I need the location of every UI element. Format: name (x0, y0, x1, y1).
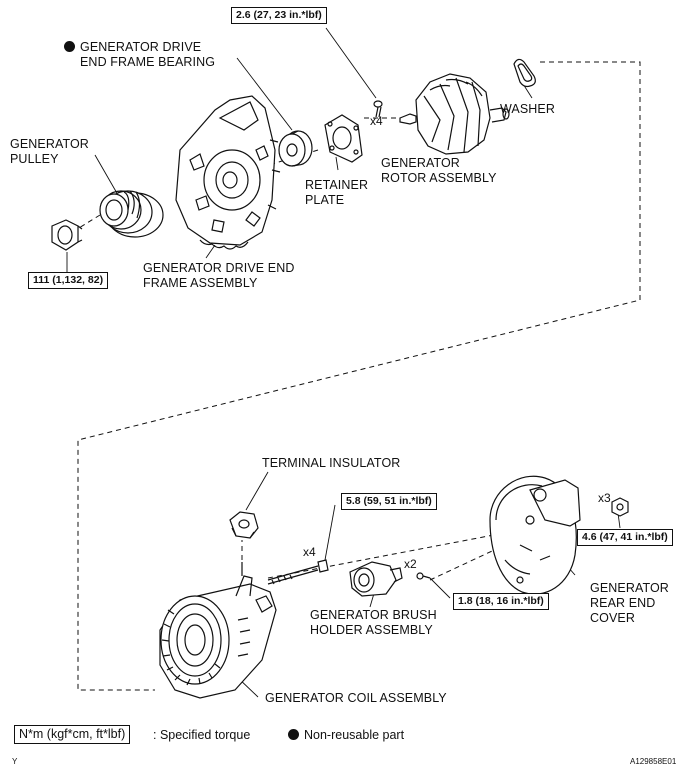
brush-holder-label-line1: GENERATOR BRUSH (310, 608, 437, 622)
drive-end-bearing-drawing (278, 130, 313, 167)
drive-end-frame-label: GENERATOR DRIVE END FRAME ASSEMBLY (143, 261, 294, 291)
rear-cover-label-line1: GENERATOR (590, 581, 669, 595)
terminal-insulator-drawing (229, 511, 259, 539)
generator-pulley-drawing (99, 190, 164, 238)
bearing-label-line1: GENERATOR DRIVE (80, 40, 202, 54)
terminal-insulator-label: TERMINAL INSULATOR (262, 456, 401, 470)
brush-holder-label-line2: HOLDER ASSEMBLY (310, 623, 433, 637)
rear-end-cover-label: GENERATOR REAR END COVER (590, 581, 669, 626)
rear-cover-label-line3: COVER (590, 611, 635, 625)
figure-id: A129858E01 (630, 757, 677, 766)
coil-bolt-drawing (267, 559, 329, 585)
retainer-label-line1: RETAINER (305, 178, 369, 192)
rear-end-cover-drawing (489, 475, 581, 595)
rotor-assembly-drawing (399, 73, 510, 155)
retainer-screw-torque: 2.6 (27, 23 in.*lbf) (231, 7, 327, 24)
drive-frame-label-line1: GENERATOR DRIVE END (143, 261, 295, 275)
generator-pulley-label: GENERATOR PULLEY (10, 137, 89, 167)
retainer-label-line2: PLATE (305, 193, 345, 207)
brush-holder-label: GENERATOR BRUSH HOLDER ASSEMBLY (310, 608, 437, 638)
drive-frame-label-line2: FRAME ASSEMBLY (143, 276, 258, 290)
coil-assembly-drawing (159, 562, 277, 699)
drive-end-frame-bearing-label: GENERATOR DRIVE END FRAME BEARING (64, 40, 215, 70)
retainer-screw-quantity: x4 (370, 114, 383, 128)
pulley-nut-torque: 111 (1,132, 82) (28, 272, 109, 289)
brush-holder-drawing (349, 561, 403, 597)
rear-nut-torque: 4.6 (47, 41 in.*lbf) (577, 529, 673, 546)
non-reusable-legend: Non-reusable part (288, 728, 404, 743)
footer-left-code: Y (12, 757, 18, 766)
specified-torque-legend-text: : Specified torque (153, 728, 251, 742)
washer-drawing (513, 58, 536, 88)
brush-screw-torque: 1.8 (18, 16 in.*lbf) (453, 593, 549, 610)
coil-bolt-quantity: x4 (303, 545, 316, 559)
washer-label: WASHER (500, 102, 556, 116)
non-reusable-legend-icon (288, 729, 299, 740)
rear-cover-label-line2: REAR END (590, 596, 656, 610)
retainer-plate-drawing (324, 114, 363, 163)
rotor-assembly-label: GENERATOR ROTOR ASSEMBLY (381, 156, 497, 186)
rotor-label-line1: GENERATOR (381, 156, 460, 170)
brush-screw-drawing (416, 572, 431, 580)
non-reusable-bullet-icon (64, 41, 75, 52)
coil-assembly-label: GENERATOR COIL ASSEMBLY (265, 691, 447, 705)
torque-units-legend-box: N*m (kgf*cm, ft*lbf) (14, 725, 131, 744)
pulley-label-line1: GENERATOR (10, 137, 89, 151)
drive-end-frame-drawing (175, 95, 281, 250)
coil-bolt-torque: 5.8 (59, 51 in.*lbf) (341, 493, 437, 510)
retainer-plate-label: RETAINER PLATE (305, 178, 368, 208)
rear-nut-quantity: x3 (598, 491, 611, 505)
brush-screw-quantity: x2 (404, 557, 417, 571)
rotor-label-line2: ROTOR ASSEMBLY (381, 171, 497, 185)
pulley-label-line2: PULLEY (10, 152, 59, 166)
non-reusable-legend-text: Non-reusable part (304, 728, 405, 742)
retainer-screw-drawing (373, 100, 383, 118)
bearing-label-line2: END FRAME BEARING (80, 55, 216, 69)
pulley-nut-drawing (51, 219, 83, 251)
rear-nut-drawing (611, 497, 629, 517)
